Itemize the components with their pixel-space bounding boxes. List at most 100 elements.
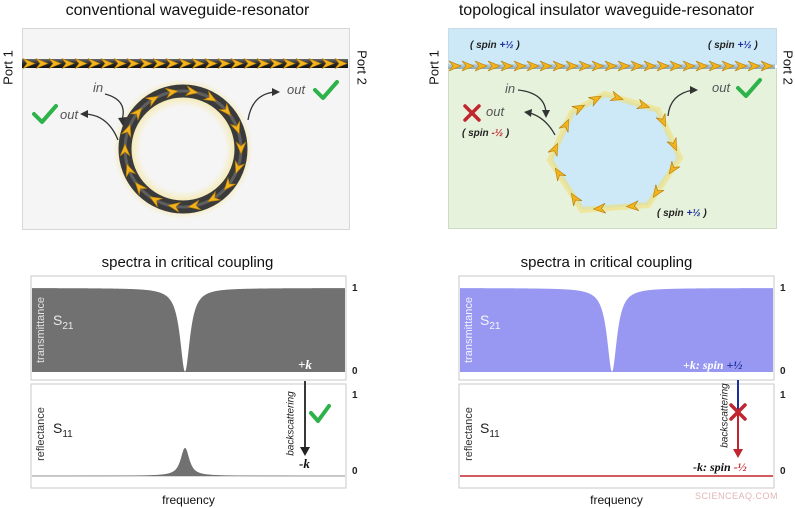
spin-label-bottom: ( spin +½ ) (657, 208, 707, 219)
waveguide-arrow (565, 60, 579, 72)
waveguide-arrow (526, 60, 540, 72)
waveguide-arrow (48, 58, 62, 69)
tick-label-zero-top: 0 (352, 366, 358, 377)
tick-label-zero-bottom: 0 (352, 466, 358, 477)
ti-transmittance-curve (460, 288, 773, 372)
waveguide-arrow (321, 58, 335, 69)
ti-out-right-label: out (712, 80, 731, 95)
waveguide-arrow (500, 60, 514, 72)
waveguide-arrow (474, 60, 488, 72)
s21-label: S21 (53, 312, 74, 332)
waveguide-arrow (539, 60, 553, 72)
hexagon-arrow (652, 184, 665, 199)
tick-label-one-bottom: 1 (352, 390, 358, 401)
waveguide-arrow (734, 60, 748, 72)
out-left-arrow (84, 113, 119, 141)
ti-reflectance-frame (458, 383, 775, 489)
waveguide-arrow (721, 60, 735, 72)
waveguide-arrow (74, 58, 88, 69)
ti-transmittance-label: transmittance (463, 296, 475, 364)
minus-k-label: -k (299, 456, 310, 471)
right-spectra-title: spectra in critical coupling (520, 254, 693, 271)
tick-label-one-top: 1 (352, 283, 358, 294)
waveguide-arrow (617, 60, 631, 72)
hexagon-arrow (625, 200, 640, 211)
hexagon-arrow (554, 167, 567, 182)
waveguide-arrow (165, 58, 179, 69)
out-left-label: out (60, 107, 79, 122)
s11-label: S11 (53, 420, 73, 440)
right-spectra-chart (458, 275, 775, 489)
waveguide-arrows (22, 58, 348, 69)
hexagon-arrow (571, 104, 586, 116)
in-arrow (517, 89, 547, 114)
ring-arrow (125, 163, 136, 178)
waveguide-arrow (230, 58, 244, 69)
spin-label-out-left: ( spin -½ ) (462, 128, 510, 139)
waveguide-arrow (87, 58, 101, 69)
waveguide-arrow (669, 60, 683, 72)
waveguide-arrow (126, 58, 140, 69)
frequency-label: frequency (162, 493, 215, 507)
hexagon-arrow (655, 113, 666, 128)
backscattering-label: backscattering (285, 391, 297, 456)
waveguide-arrow (295, 58, 309, 69)
waveguide-arrow (708, 60, 722, 72)
waveguide-arrow (139, 58, 153, 69)
waveguide-arrow (204, 58, 218, 69)
ti-backscattering-label: backscattering (719, 383, 731, 448)
waveguide-arrow (35, 58, 49, 69)
waveguide-arrow (243, 58, 257, 69)
waveguide-arrow (695, 60, 709, 72)
waveguide-arrow (461, 60, 475, 72)
arrow-icon (300, 447, 310, 456)
ring-arrow (230, 120, 241, 135)
transmittance-label: transmittance (35, 296, 47, 364)
check-icon (309, 404, 331, 423)
waveguide-arrow (578, 60, 592, 72)
waveguide-arrow (282, 58, 296, 69)
waveguide-arrow (487, 60, 501, 72)
waveguide-arrow (152, 58, 166, 69)
hexagon-arrow (668, 161, 681, 175)
conventional-diagram (22, 58, 348, 219)
transmittance-curve (32, 288, 345, 372)
reflectance-curve (31, 447, 346, 477)
waveguide-arrow (656, 60, 670, 72)
ring-arrow (223, 177, 236, 191)
plus-k-spin-label: +k: spin +½ (683, 358, 743, 372)
waveguide-arrow (448, 60, 462, 72)
waveguide-arrow (191, 58, 205, 69)
waveguide-arrow (552, 60, 566, 72)
ring-arrow (206, 191, 221, 203)
ti-tick-label-one-bottom: 1 (780, 390, 786, 401)
hexagon-arrow (636, 98, 651, 110)
ring-arrow (134, 181, 148, 195)
ti-in-label: in (505, 81, 516, 96)
left-spectra-title: spectra in critical coupling (101, 254, 274, 271)
out-left-arrow (529, 112, 556, 136)
spin-label-top-left: ( spin +½ ) (470, 40, 520, 51)
ti-tick-label-one-top: 1 (780, 283, 786, 294)
ti-out-left-label: out (486, 104, 505, 119)
ti-s21-label: S21 (480, 312, 501, 332)
arrow-icon (733, 449, 743, 458)
check-icon (313, 80, 339, 100)
ring-arrow (167, 202, 181, 213)
reflectance-label: reflectance (35, 407, 47, 461)
hexagon-arrow (570, 192, 583, 207)
out-right-arrow (247, 91, 276, 121)
hexagon-arrow (547, 142, 558, 157)
hexagon-arrow (592, 202, 607, 214)
waveguide-arrow (61, 58, 75, 69)
waveguide-arrow (682, 60, 696, 72)
in-label: in (93, 80, 104, 95)
spin-label-top-right: ( spin +½ ) (708, 40, 758, 51)
waveguide-arrow (747, 60, 761, 72)
cross-icon (729, 403, 747, 421)
ring-arrow (185, 85, 199, 96)
waveguide-arrow (334, 58, 348, 69)
waveguide-arrow (604, 60, 618, 72)
ring-arrow (218, 103, 232, 117)
ring-arrow (164, 87, 179, 99)
